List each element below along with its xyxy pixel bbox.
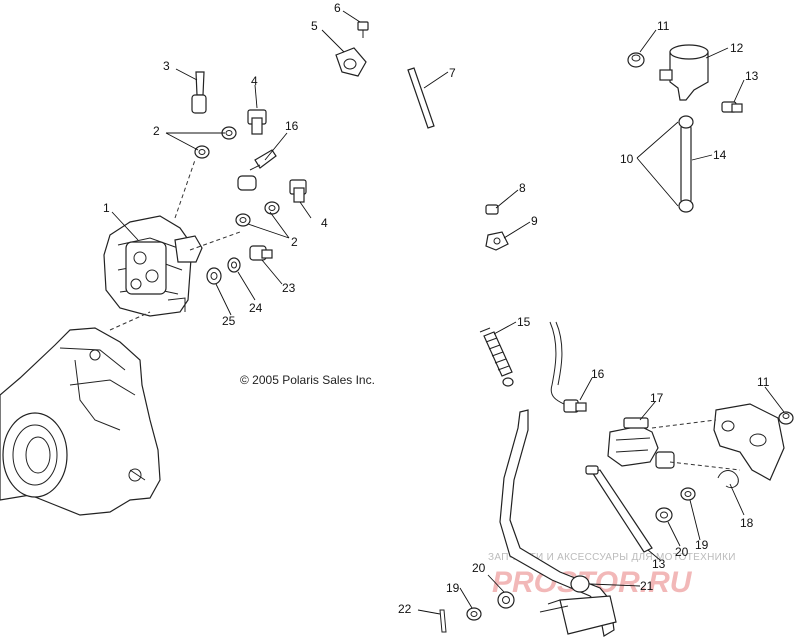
washer-19-upper (680, 487, 696, 501)
bolt-middle (289, 179, 307, 203)
brake-caliper (103, 215, 203, 317)
callout-8: 8 (519, 181, 526, 195)
washer-2-upper (221, 126, 237, 140)
callout-2-upper: 2 (153, 124, 160, 138)
assembly-line (109, 311, 151, 331)
bushing-20-lower (497, 591, 515, 609)
cotter-pin-22 (439, 609, 447, 633)
bracket (713, 403, 785, 481)
copyright-notice: © 2005 Polaris Sales Inc. (240, 373, 375, 387)
reservoir-12 (659, 44, 709, 101)
callout-4-lower: 4 (321, 216, 328, 230)
washer-24 (227, 257, 241, 273)
hose-14 (678, 115, 694, 213)
callout-4-upper: 4 (251, 74, 258, 88)
clip-9 (485, 231, 509, 251)
spring-15 (479, 327, 514, 387)
bleeder-screw (191, 71, 207, 114)
callout-5: 5 (311, 19, 318, 33)
screw-13-top (721, 101, 743, 113)
brake-line-fitting-left (237, 149, 277, 191)
callout-23: 23 (282, 281, 296, 295)
screw-6 (357, 21, 369, 38)
callout-12: 12 (730, 41, 744, 55)
callout-19-right: 19 (695, 538, 709, 552)
master-cylinder-17 (607, 417, 675, 469)
callout-20-left: 20 (472, 561, 486, 575)
callout-17: 17 (650, 391, 664, 405)
callout-labels: 1 2 2 3 4 4 5 6 7 8 9 10 11 11 12 13 13 … (103, 1, 770, 616)
washer-19-lower (466, 607, 482, 621)
callout-21: 21 (640, 579, 654, 593)
callout-2-lower: 2 (291, 235, 298, 249)
washer-2-upper-b (194, 145, 210, 159)
shaft-13-lower (585, 465, 653, 553)
callout-15: 15 (517, 315, 531, 329)
leader-lines (111, 10, 785, 615)
callout-6: 6 (334, 1, 341, 15)
callout-10: 10 (620, 152, 634, 166)
brake-pedal-rod (499, 409, 617, 637)
callout-9: 9 (531, 214, 538, 228)
bolt-upper (247, 109, 267, 135)
nut-11-lower (778, 411, 794, 425)
brake-hose-16 (549, 321, 587, 413)
assembly-line (651, 419, 717, 429)
assembly-line (174, 159, 196, 219)
callout-24: 24 (249, 301, 263, 315)
callout-13-lower: 13 (652, 557, 666, 571)
bolt-23 (249, 245, 273, 261)
washer-2-middle (264, 201, 280, 215)
callout-1: 1 (103, 201, 110, 215)
pivot-21 (570, 575, 590, 593)
bushing-20-upper (655, 507, 673, 523)
gear-housing (0, 327, 161, 516)
callout-7: 7 (449, 66, 456, 80)
assembly-line (669, 461, 741, 471)
washer-25 (206, 267, 222, 285)
callout-22: 22 (398, 602, 412, 616)
banjo-fitting-5 (335, 47, 367, 77)
assembly-line (189, 231, 241, 251)
callout-18: 18 (740, 516, 754, 530)
callout-16-right: 16 (591, 367, 605, 381)
washer-2-middle-b (235, 213, 251, 227)
callout-11-upper: 11 (657, 19, 670, 33)
clip-18 (717, 470, 739, 489)
callout-3: 3 (163, 59, 170, 73)
reservoir-cap-11 (627, 52, 645, 68)
watermark-tagline: ЗАПЧАСТИ И АКСЕССУАРЫ ДЛЯ МОТОТЕХНИКИ (488, 552, 736, 563)
screw-8 (485, 204, 499, 215)
callout-11-lower: 11 (757, 375, 770, 389)
callout-14: 14 (713, 148, 727, 162)
pin-7 (407, 67, 435, 129)
callout-25: 25 (222, 314, 236, 328)
callout-20-right: 20 (675, 545, 689, 559)
callout-13-upper: 13 (745, 69, 759, 83)
callout-19-left: 19 (446, 581, 460, 595)
callout-16-left: 16 (285, 119, 299, 133)
